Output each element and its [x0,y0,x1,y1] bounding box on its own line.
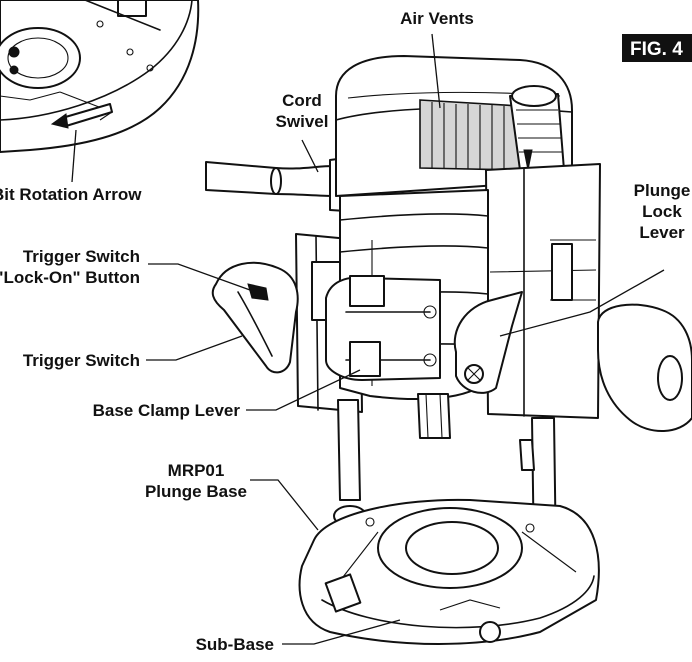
label-cord-swivel-line2: Swivel [276,112,329,131]
figure-tag: FIG. 4 [622,34,692,62]
label-trigger-switch: Trigger Switch [23,351,140,370]
label-base-clamp-lever: Base Clamp Lever [93,401,241,420]
plunge-lock-lever-icon [453,291,523,394]
right-handle-knob [597,303,692,433]
leader-sub-base [282,619,401,645]
bit-rotation-arrow-icon [50,103,113,129]
label-trigger-lockon-line2: "Lock-On" Button [0,268,140,287]
leader-plunge-lock [499,269,665,337]
label-air-vents: Air Vents [400,9,474,28]
leader-plunge-base [250,479,319,531]
figure-tag-text: FIG. 4 [630,39,683,60]
depth-adjustment-knob [509,85,565,171]
inset-subbase-illustration [0,0,200,153]
plunge-column-right [485,163,601,419]
label-plunge-lock-line2: Lock [642,202,682,221]
leader-trigger-switch [146,335,243,361]
label-plunge-lock-line1: Plunge [634,181,691,200]
label-plunge-base-line2: Plunge Base [145,482,247,501]
leader-cord-swivel [301,139,319,173]
lock-on-button-icon [247,283,269,301]
label-bit-rotation-arrow: Bit Rotation Arrow [0,185,142,204]
label-sub-base: Sub-Base [196,635,274,654]
air-vents-grille [419,99,521,171]
label-plunge-lock-line3: Lever [639,223,685,242]
label-trigger-lockon-line1: Trigger Switch [23,247,140,266]
collet-nut [417,393,451,439]
leader-base-clamp [246,369,361,411]
leader-air-vents [431,33,441,109]
plunge-base [298,498,600,645]
trigger-handle [211,261,299,374]
base-clamp-band [325,275,441,381]
label-plunge-base-line1: MRP01 [168,461,225,480]
leader-bit-rotation [71,129,77,183]
power-cord [205,161,337,197]
leader-trigger-lockon [148,263,251,291]
label-cord-swivel-line1: Cord [282,91,322,110]
